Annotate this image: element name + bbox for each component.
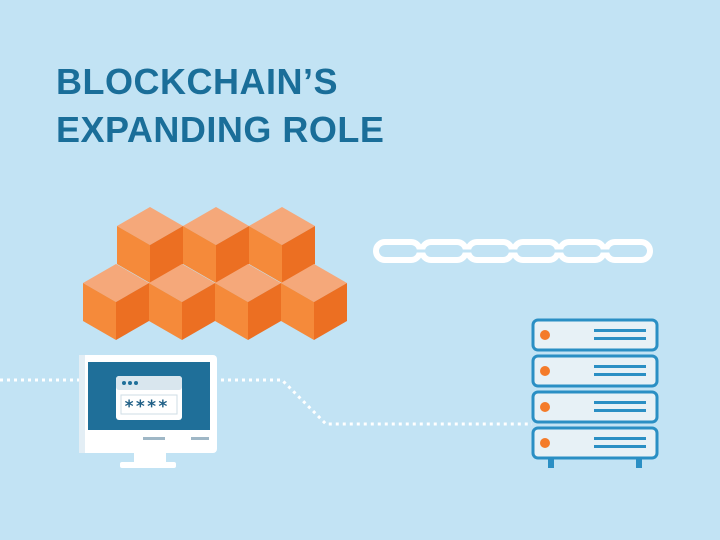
monitor-button (143, 437, 165, 440)
server-units (531, 318, 659, 460)
server-line (594, 337, 646, 340)
window-dot (134, 381, 138, 385)
server-line (594, 365, 646, 368)
server-unit (531, 354, 659, 388)
cube-right (116, 283, 149, 340)
server-line (594, 445, 646, 448)
server-unit (531, 390, 659, 424)
server-unit (531, 318, 659, 352)
password-field (120, 394, 178, 415)
server-line (594, 373, 646, 376)
server-line (594, 401, 646, 404)
server-foot (548, 458, 554, 468)
monitor-button (191, 437, 209, 440)
window-dot (128, 381, 132, 385)
server-line (594, 437, 646, 440)
cubes-icon (83, 207, 347, 340)
dotted-line-right (214, 378, 532, 426)
server-led (540, 330, 550, 340)
window-dot (122, 381, 126, 385)
login-window-titlebar (116, 376, 182, 390)
server-line (594, 409, 646, 412)
cube-left (281, 283, 314, 340)
server-rack-icon (531, 318, 659, 468)
slide-title-line-2: EXPANDING ROLE (56, 109, 385, 150)
cube-left (149, 283, 182, 340)
cube-left (117, 226, 150, 283)
cube-left (83, 283, 116, 340)
server-foot (636, 458, 642, 468)
server-line (594, 329, 646, 332)
slide-title: BLOCKCHAIN’S EXPANDING ROLE (56, 58, 384, 154)
cube-left (215, 283, 248, 340)
server-led (540, 366, 550, 376)
cube-right (314, 283, 347, 340)
cube-right (182, 283, 215, 340)
server-led (540, 438, 550, 448)
cube-left (249, 226, 282, 283)
network-dotted-lines (0, 378, 532, 426)
monitor-base (120, 462, 176, 468)
slide-title-line-1: BLOCKCHAIN’S (56, 61, 338, 102)
monitor-frame-shade (79, 355, 85, 453)
cube-right (248, 283, 281, 340)
monitor-icon: **** (79, 355, 217, 468)
password-mask: **** (124, 397, 169, 417)
cube-left (183, 226, 216, 283)
monitor-neck (134, 453, 166, 464)
server-led (540, 402, 550, 412)
server-unit (531, 426, 659, 460)
